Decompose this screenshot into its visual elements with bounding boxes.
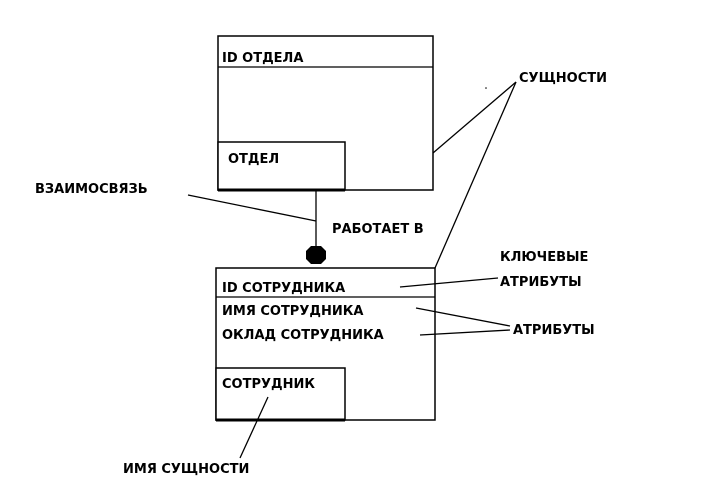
key-attribute: ID ОТДЕЛА [222, 51, 303, 66]
annotation-key-attributes-line1: КЛЮЧЕВЫЕ [500, 250, 588, 265]
annotation-entity-name: ИМЯ СУЩНОСТИ [123, 462, 249, 477]
pointer-line [187, 194, 317, 222]
annotation-entities: СУЩНОСТИ [519, 71, 607, 86]
attribute: ИМЯ СОТРУДНИКА [222, 304, 363, 319]
entity-name-box [215, 367, 346, 421]
pointer-line [419, 329, 511, 336]
annotation-attributes: АТРИБУТЫ [513, 323, 595, 338]
stray-dot [485, 87, 487, 89]
entity-department: ID ОТДЕЛА ОТДЕЛ [217, 35, 434, 192]
pointer-line [432, 81, 517, 154]
pointer-line [434, 81, 517, 269]
pointer-line [239, 396, 269, 459]
annotation-relationship: ВЗАИМОСВЯЗЬ [35, 182, 148, 197]
many-cardinality-dot [306, 246, 326, 264]
entity-employee: ID СОТРУДНИКА ИМЯ СОТРУДНИКА ОКЛАД СОТРУ… [215, 267, 436, 422]
pointer-line [415, 307, 511, 327]
attribute: ОКЛАД СОТРУДНИКА [222, 328, 384, 343]
pointer-line [399, 277, 499, 288]
relationship-label: РАБОТАЕТ В [332, 222, 424, 237]
annotation-key-attributes-line2: АТРИБУТЫ [500, 275, 582, 290]
entity-name: ОТДЕЛ [228, 152, 279, 167]
key-attribute: ID СОТРУДНИКА [222, 281, 345, 296]
entity-name-box [217, 141, 346, 191]
entity-name: СОТРУДНИК [222, 377, 315, 392]
